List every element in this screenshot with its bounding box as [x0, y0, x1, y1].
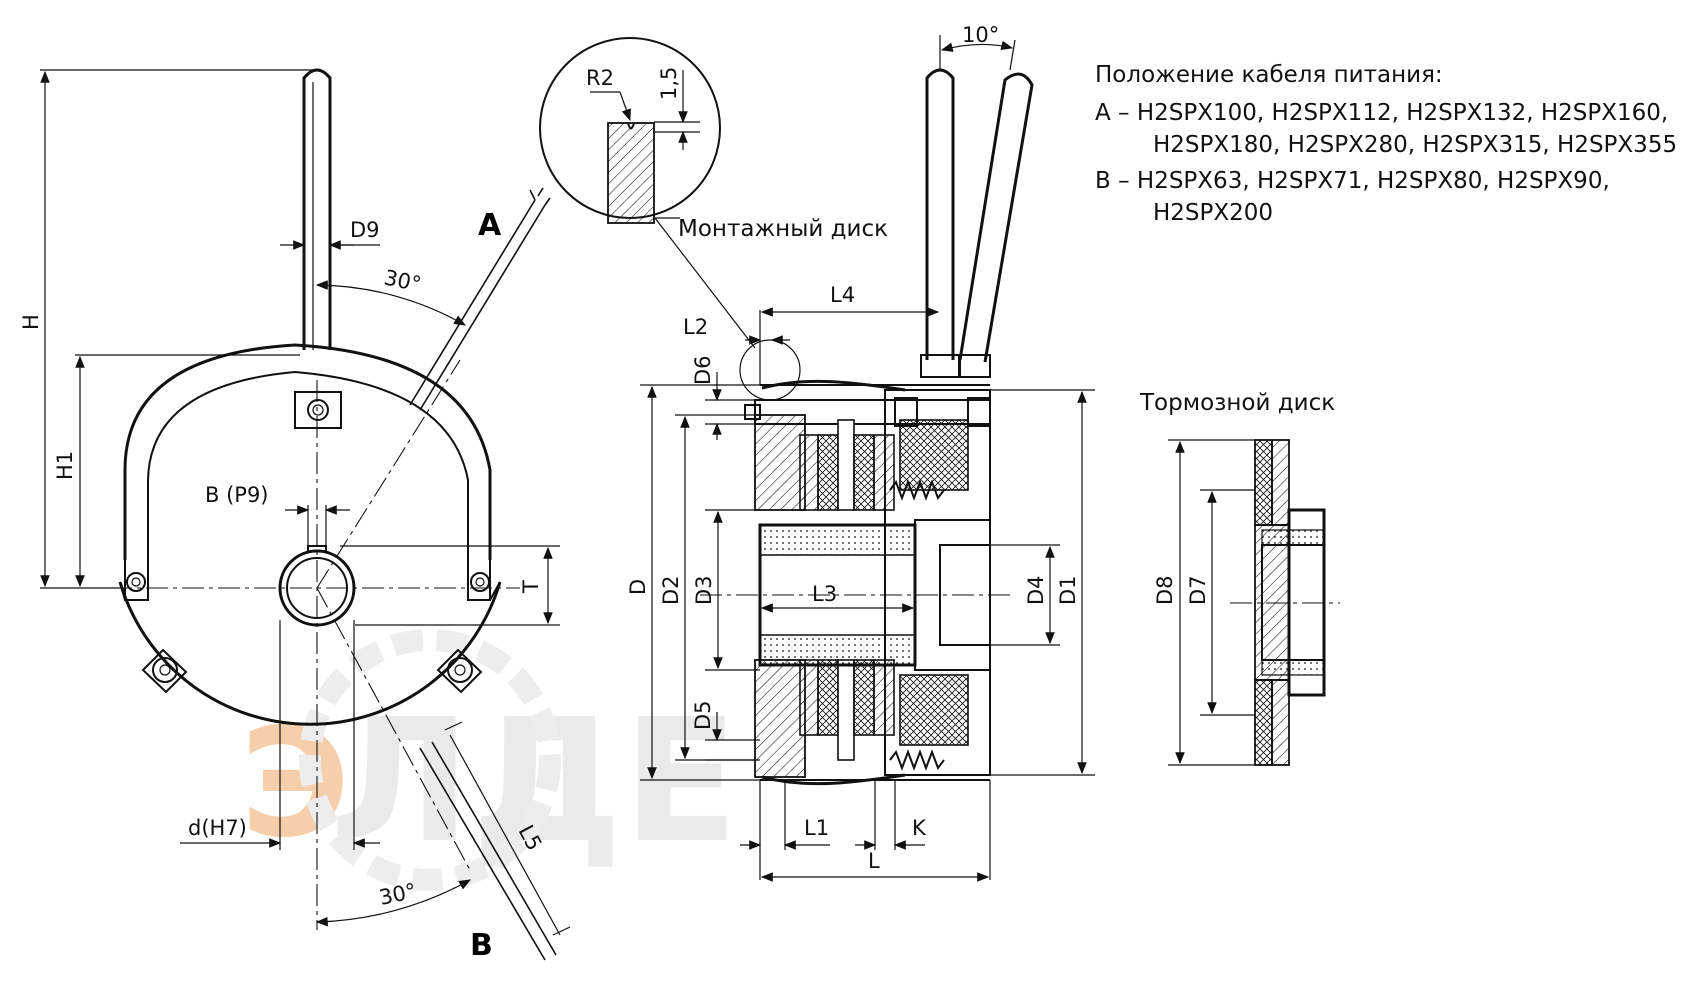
cable-a-label: A	[478, 208, 502, 243]
dim-D9-label: D9	[350, 218, 380, 242]
dim-1-5-label: 1,5	[657, 67, 681, 100]
dim-B-P9-label: B (P9)	[205, 483, 269, 507]
cable-note-b-line1: B – H2SPX63, H2SPX71, H2SPX80, H2SPX90,	[1095, 168, 1610, 194]
brake-disc-view	[1168, 439, 1340, 766]
dim-H-label: H	[19, 314, 43, 330]
dim-L5-label: L5	[514, 821, 547, 854]
dim-H1-label: H1	[53, 451, 77, 480]
mount-disc-label: Монтажный диск	[678, 216, 888, 242]
dim-R2-label: R2	[586, 66, 614, 90]
dim-D-label: D	[626, 579, 650, 595]
cable-note-title: Положение кабеля питания:	[1095, 62, 1443, 88]
dim-D1-label: D1	[1056, 575, 1080, 605]
detail-mounting-disc	[539, 37, 801, 401]
dim-d-H7-label: d(H7)	[188, 816, 247, 840]
angle-bottom-label: 30°	[377, 879, 418, 910]
dim-K-label: K	[912, 816, 927, 840]
dim-L-label: L	[868, 849, 880, 873]
front-view	[40, 68, 571, 961]
dim-D5-label: D5	[691, 700, 715, 730]
watermark-logo: Э ЛДЕ	[240, 629, 739, 891]
cable-b-label: B	[470, 928, 493, 963]
dim-D7-label: D7	[1186, 575, 1210, 605]
angle-top-label: 30°	[382, 265, 423, 296]
dim-D2-label: D2	[659, 575, 683, 605]
dim-D4-label: D4	[1024, 575, 1048, 605]
dim-L4-label: L4	[830, 283, 855, 307]
dim-L3-label: L3	[812, 582, 837, 606]
cable-note-b-line2: H2SPX200	[1153, 200, 1273, 226]
section-view	[640, 35, 1095, 882]
brake-disc-label: Тормозной диск	[1139, 390, 1335, 416]
cable-note-a-line1: A – H2SPX100, H2SPX112, H2SPX132, H2SPX1…	[1095, 100, 1668, 126]
angle-10-label: 10°	[962, 23, 999, 47]
dim-D6-label: D6	[691, 355, 715, 385]
dim-T-label: T	[519, 580, 543, 594]
cable-note-a-line2: H2SPX180, H2SPX280, H2SPX315, H2SPX355	[1153, 132, 1677, 158]
dim-D8-label: D8	[1153, 575, 1177, 605]
dim-D3-label: D3	[692, 575, 716, 605]
dim-L1-label: L1	[804, 816, 829, 840]
dim-L2-label: L2	[683, 315, 708, 339]
